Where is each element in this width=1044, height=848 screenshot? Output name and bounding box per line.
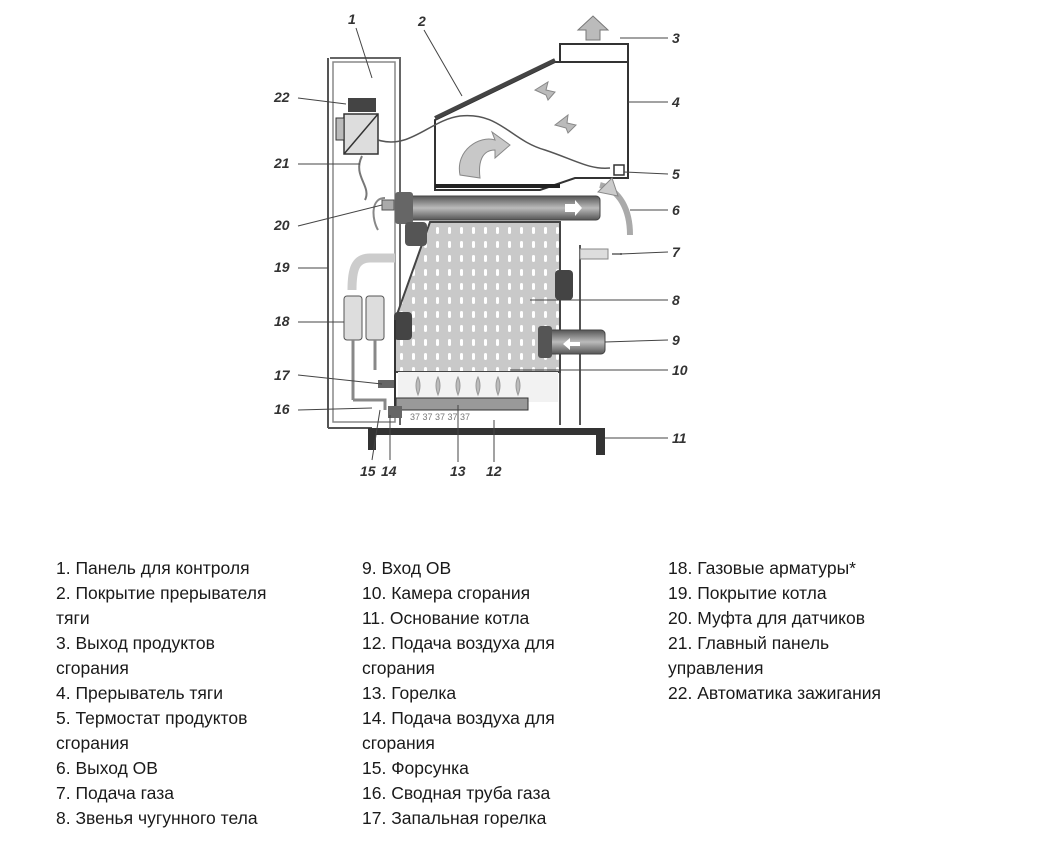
legend-item: 13. Горелка [362, 683, 457, 703]
callout-14: 14 [381, 463, 397, 479]
callout-17: 17 [274, 367, 291, 383]
legend-item: 4. Прерыватель тяги [56, 683, 224, 703]
legend-item: 2. Покрытие прерывателя тяги [56, 583, 267, 628]
legend-item: 16. Сводная труба газа [362, 783, 551, 803]
legend-item: 3. Выход продуктов сгорания [56, 633, 215, 678]
legend-item: 19. Покрытие котла [668, 583, 827, 603]
boiler-diagram: 37 37 37 37 37 [273, 11, 688, 479]
legend-item: 14. Подача воздуха для сгорания [362, 708, 555, 753]
callout-10: 10 [672, 362, 688, 378]
legend-item: 20. Муфта для датчиков [668, 608, 866, 628]
callout-19: 19 [274, 259, 290, 275]
callout-4: 4 [671, 94, 680, 110]
legend-item: 17. Запальная горелка [362, 808, 547, 828]
callout-22: 22 [273, 89, 290, 105]
callout-numbers: 1 2 3 4 5 6 7 8 9 10 11 12 13 14 15 16 1… [273, 11, 688, 479]
legend-item: 15. Форсунка [362, 758, 469, 778]
boiler-base [368, 428, 605, 455]
gas-supply-pipe [579, 248, 622, 260]
legend-item: 10. Камера сгорания [362, 583, 531, 603]
control-panel [335, 98, 379, 201]
legend-column-2: 9. Вход ОВ 10. Камера сгорания 11. Основ… [362, 556, 652, 831]
callout-21: 21 [273, 155, 290, 171]
gas-valves [343, 197, 395, 410]
cast-iron-sections [394, 221, 573, 410]
burner: 37 37 37 37 37 [388, 397, 529, 422]
callout-6: 6 [672, 202, 680, 218]
callout-9: 9 [672, 332, 680, 348]
callout-5: 5 [672, 166, 680, 182]
callout-1: 1 [348, 11, 356, 27]
callout-13: 13 [450, 463, 466, 479]
combustion-chamber [398, 372, 558, 402]
legend-item: 9. Вход ОВ [362, 558, 452, 578]
callout-2: 2 [417, 13, 426, 29]
legend-item: 1. Панель для контроля [56, 558, 250, 578]
draft-diverter [377, 15, 629, 191]
leader-lines [297, 27, 669, 462]
legend-item: 5. Термостат продуктов сгорания [56, 708, 248, 753]
callout-12: 12 [486, 463, 502, 479]
svg-text:37 37 37 37 37: 37 37 37 37 37 [410, 412, 470, 422]
callout-18: 18 [274, 313, 290, 329]
legend-item: 18. Газовые арматуры* [668, 558, 856, 578]
callout-7: 7 [672, 244, 681, 260]
callout-3: 3 [672, 30, 680, 46]
legend-item: 11. Основание котла [362, 608, 530, 628]
callout-11: 11 [672, 430, 687, 446]
callout-15: 15 [360, 463, 376, 479]
legend-item: 6. Выход ОВ [56, 758, 158, 778]
legend-item: 12. Подача воздуха для сгорания [362, 633, 555, 678]
callout-20: 20 [273, 217, 290, 233]
callout-8: 8 [672, 292, 680, 308]
callout-16: 16 [274, 401, 290, 417]
return-inlet-pipe [538, 326, 606, 358]
legend-item: 21. Главный панель управления [668, 633, 830, 678]
flow-outlet-pipe [395, 177, 633, 236]
legend-item: 22. Автоматика зажигания [668, 683, 882, 703]
legend-item: 8. Звенья чугунного тела [56, 808, 258, 828]
legend-item: 7. Подача газа [56, 783, 174, 803]
legend-column-1: 1. Панель для контроля 2. Покрытие преры… [56, 556, 346, 831]
legend-column-3: 18. Газовые арматуры* 19. Покрытие котла… [668, 556, 968, 706]
